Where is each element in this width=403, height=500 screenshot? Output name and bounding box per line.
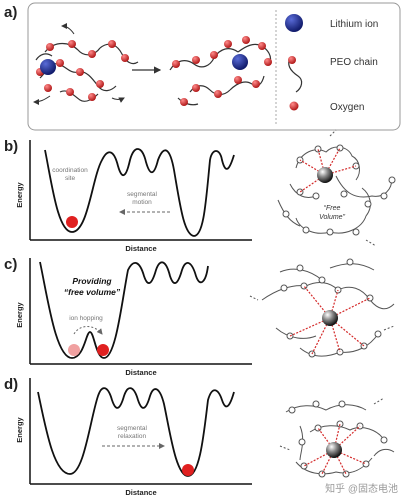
legend-chain-icon — [288, 57, 303, 93]
legend-peo-label: PEO chain — [330, 57, 378, 68]
panel-b: Energy Distance coordination site segmen… — [15, 129, 396, 253]
d-relax-label-1: segmental — [117, 425, 148, 432]
panel-b-letter: b) — [4, 138, 19, 155]
panel-a-frame — [27, 2, 401, 131]
panel-d-letter: d) — [4, 376, 19, 393]
legend: Lithium ion PEO chain Oxygen — [285, 14, 378, 113]
d-distance-label: Distance — [125, 488, 156, 497]
c-hopping-arrow — [73, 326, 103, 335]
c-ion-current — [97, 344, 109, 356]
c-hopping-label: ion hopping — [69, 315, 103, 322]
legend-oxygen-label: Oxygen — [330, 102, 364, 113]
b-motion-label-2: motion — [132, 199, 152, 206]
panel-a: Lithium ion PEO chain Oxygen — [27, 2, 401, 131]
b-motion-label-1: segmental — [127, 191, 158, 198]
c-energy-label: Energy — [15, 301, 24, 327]
lithium-ion-final — [232, 54, 248, 70]
d-lithium-ion — [182, 464, 194, 476]
legend-lithium-label: Lithium ion — [330, 19, 378, 30]
b-molecule — [277, 129, 393, 247]
motion-arrows — [33, 23, 125, 105]
b-site-label-2: site — [65, 175, 76, 182]
watermark: 知乎 @固态电池 — [325, 482, 398, 495]
c-distance-label: Distance — [125, 368, 156, 377]
legend-oxygen-icon — [289, 101, 299, 111]
lithium-ion-initial — [40, 59, 56, 75]
panel-c-letter: c) — [4, 256, 18, 273]
c-providing-label-2: “free volume” — [64, 287, 121, 297]
panel-a-letter: a) — [4, 4, 18, 21]
d-energy-label: Energy — [15, 416, 24, 442]
oxygen-atoms-final — [172, 36, 272, 106]
b-site-label-1: coordination — [52, 167, 88, 174]
c-energy-curve — [39, 261, 209, 359]
legend-chain-oxygen — [288, 56, 296, 64]
b-energy-label: Energy — [15, 181, 24, 207]
b-free-volume-1: “Free — [324, 205, 341, 212]
c-ion-previous — [68, 344, 80, 356]
legend-lithium-icon — [285, 14, 303, 32]
b-energy-curve — [44, 148, 235, 237]
b-lithium-ball — [317, 167, 333, 183]
b-lithium-ion — [66, 216, 78, 228]
panel-c: Energy Distance ion hopping Providing “f… — [15, 258, 395, 377]
c-providing-label-1: Providing — [72, 276, 112, 286]
oxygen-atoms-initial — [36, 40, 129, 101]
b-molecule-oxygens — [282, 144, 396, 236]
d-molecule-oxygens — [288, 400, 388, 478]
c-lithium-ball — [322, 310, 338, 326]
c-molecule-oxygens — [280, 258, 382, 358]
d-energy-curve — [37, 387, 235, 477]
d-relax-label-2: relaxation — [118, 433, 147, 440]
panel-d: Energy Distance segmental relaxation — [15, 378, 395, 497]
b-distance-label: Distance — [125, 244, 156, 253]
b-free-volume-2: Volume” — [319, 214, 345, 221]
d-lithium-ball — [326, 442, 342, 458]
